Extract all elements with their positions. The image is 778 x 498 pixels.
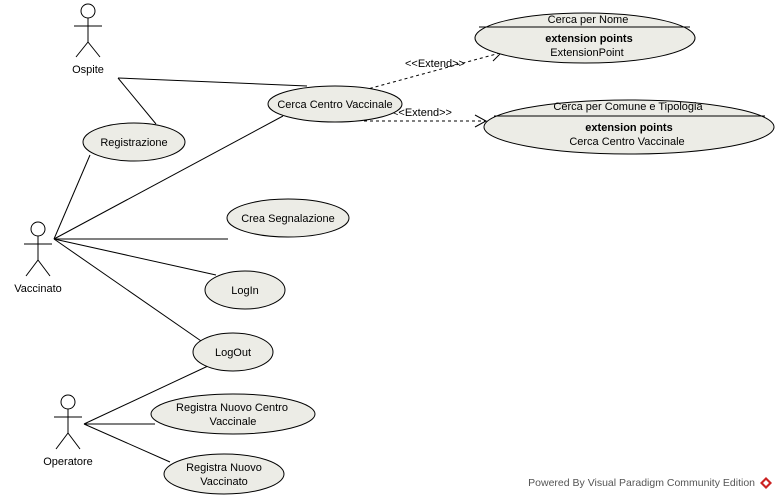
actor-vaccinato[interactable]: Vaccinato — [14, 221, 62, 295]
use-case-cerca-per-comune-e-tipologia[interactable]: Cerca per Comune e Tipologia extension p… — [483, 99, 775, 155]
extension-points-title: extension points — [585, 122, 672, 134]
use-case-label: LogIn — [231, 285, 259, 297]
assoc-vaccinato-cerca-centro — [53, 115, 284, 240]
use-case-label: Cerca per Comune e Tipologia — [553, 101, 703, 113]
use-case-label: Registrazione — [100, 137, 167, 149]
use-case-label: Cerca per Nome — [548, 14, 629, 26]
extend-label-nome: <<Extend>> — [405, 58, 465, 70]
assoc-operatore-logout — [83, 365, 209, 425]
extend-relations: <<Extend>> <<Extend>> — [363, 49, 504, 128]
use-case-login[interactable]: LogIn — [204, 270, 286, 310]
use-case-label: LogOut — [215, 347, 251, 359]
watermark-text: Powered By Visual Paradigm Community Edi… — [528, 477, 755, 489]
associations — [53, 77, 308, 463]
use-case-registra-nuovo-centro-vaccinale[interactable]: Registra Nuovo Centro Vaccinale — [150, 393, 316, 435]
use-case-label-line1: Registra Nuovo — [186, 462, 262, 474]
use-case-registra-nuovo-vaccinato[interactable]: Registra Nuovo Vaccinato — [163, 453, 285, 495]
stick-figure-icon — [74, 3, 102, 58]
assoc-vaccinato-login — [53, 238, 217, 276]
actor-ospite[interactable]: Ospite — [72, 3, 104, 76]
use-case-cerca-centro-vaccinale[interactable]: Cerca Centro Vaccinale — [267, 85, 403, 123]
use-case-label-line1: Registra Nuovo Centro — [176, 402, 288, 414]
actor-label: Vaccinato — [14, 283, 62, 295]
use-case-crea-segnalazione[interactable]: Crea Segnalazione — [226, 198, 350, 238]
use-case-registrazione[interactable]: Registrazione — [82, 122, 186, 162]
extension-points-title: extension points — [545, 33, 632, 45]
assoc-vaccinato-logout — [53, 238, 205, 344]
extend-arrowhead-comune — [474, 114, 488, 128]
use-case-cerca-per-nome[interactable]: Cerca per Nome extension points Extensio… — [474, 12, 696, 64]
extension-point-value: ExtensionPoint — [550, 47, 623, 59]
assoc-operatore-registra-vaccinato — [83, 423, 171, 463]
use-case-label: Crea Segnalazione — [241, 213, 335, 225]
extension-point-value: Cerca Centro Vaccinale — [569, 136, 684, 148]
assoc-ospite-registrazione — [117, 77, 157, 125]
actor-label: Ospite — [72, 64, 104, 76]
assoc-ospite-cerca-centro — [117, 77, 308, 87]
stick-figure-icon — [54, 394, 82, 450]
stick-figure-icon — [24, 221, 52, 277]
use-case-label-line2: Vaccinato — [200, 476, 248, 488]
use-case-label: Cerca Centro Vaccinale — [277, 99, 392, 111]
actor-operatore[interactable]: Operatore — [43, 394, 93, 468]
use-case-label-line2: Vaccinale — [210, 416, 257, 428]
assoc-vaccinato-registrazione — [53, 154, 91, 240]
watermark: Powered By Visual Paradigm Community Edi… — [528, 477, 772, 489]
actor-label: Operatore — [43, 456, 93, 468]
use-case-logout[interactable]: LogOut — [192, 332, 274, 372]
extend-label-comune: <<Extend>> — [392, 107, 452, 119]
visual-paradigm-logo-icon — [760, 477, 772, 489]
